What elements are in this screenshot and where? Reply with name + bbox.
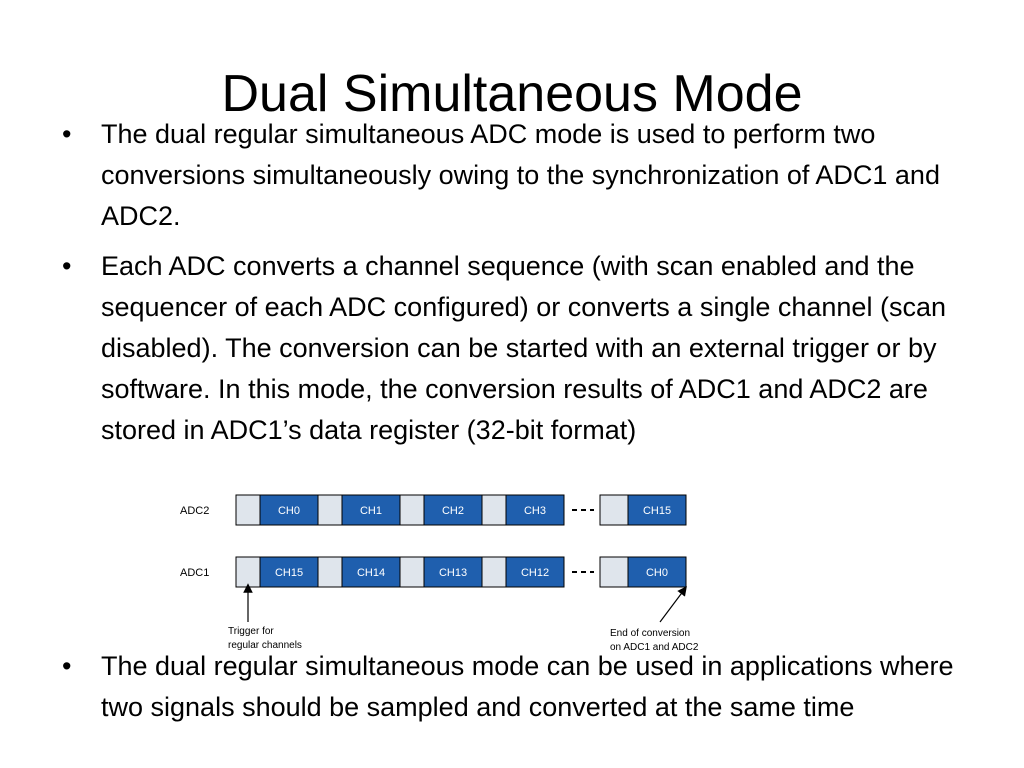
adc1-idle-slot	[317, 556, 343, 588]
adc2-idle-slot	[599, 494, 629, 526]
adc2-channel-label: CH1	[360, 505, 382, 517]
adc2-channel-box	[259, 494, 319, 526]
adc2-channel-box	[627, 494, 687, 526]
adc1-channel-box	[259, 556, 319, 588]
bullet-dot: •	[62, 119, 72, 149]
adc1-channel-box	[627, 556, 687, 588]
adc2-idle-slot	[399, 494, 425, 526]
adc1-idle-slot	[235, 556, 261, 588]
adc1-channel-label: CH0	[646, 567, 668, 579]
adc1-channel-label: CH12	[521, 567, 549, 579]
adc2-channel-box	[505, 494, 565, 526]
adc2-sequence: CH0 CH1 CH2 CH3 CH15	[235, 494, 687, 526]
adc2-idle-slot	[481, 494, 507, 526]
adc2-channel-label: CH15	[643, 505, 671, 517]
adc2-channel-label: CH0	[278, 505, 300, 517]
adc1-sequence: CH15 CH14 CH13 CH12 CH0	[235, 556, 687, 588]
adc1-idle-slot	[399, 556, 425, 588]
slide-title: Dual Simultaneous Mode	[221, 65, 803, 123]
adc1-channel-box	[423, 556, 483, 588]
adc2-channel-box	[423, 494, 483, 526]
bullet-1-text: The dual regular simultaneous ADC mode i…	[101, 119, 940, 231]
bullet-2-text: Each ADC converts a channel sequence (wi…	[101, 251, 946, 445]
bullet-3-text: The dual regular simultaneous mode can b…	[101, 651, 954, 722]
adc2-label: ADC2	[180, 505, 209, 517]
trigger-label-line1: Trigger for	[228, 626, 274, 637]
trigger-label-line2: regular channels	[228, 640, 302, 651]
adc1-idle-slot	[599, 556, 629, 588]
adc2-idle-slot	[317, 494, 343, 526]
eoc-label-line1: End of conversion	[610, 628, 690, 639]
adc2-channel-label: CH2	[442, 505, 464, 517]
adc1-channel-box	[505, 556, 565, 588]
adc1-channel-label: CH13	[439, 567, 467, 579]
adc1-label: ADC1	[180, 567, 209, 579]
adc2-idle-slot	[235, 494, 261, 526]
eoc-label-line2: on ADC1 and ADC2	[610, 642, 699, 653]
bullet-dot: •	[62, 651, 72, 681]
adc2-channel-box	[341, 494, 401, 526]
eoc-arrow	[659, 586, 687, 623]
adc2-channel-label: CH3	[524, 505, 546, 517]
adc1-channel-label: CH14	[357, 567, 385, 579]
adc1-idle-slot	[481, 556, 507, 588]
adc1-channel-label: CH15	[275, 567, 303, 579]
bullet-dot: •	[62, 251, 72, 281]
